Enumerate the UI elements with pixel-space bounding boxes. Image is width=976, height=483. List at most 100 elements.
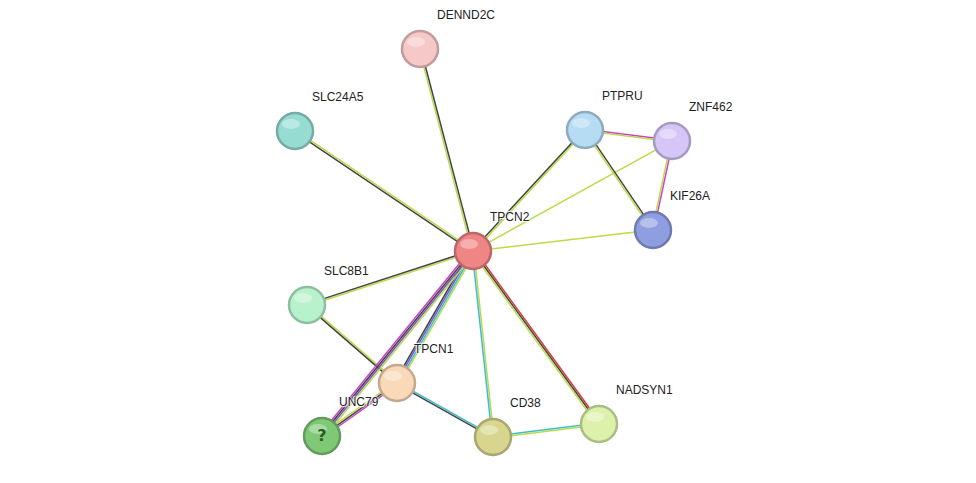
node-circle-body xyxy=(581,406,617,442)
node-circle-body xyxy=(289,287,325,323)
node-label: SLC8B1 xyxy=(324,264,369,278)
node-label: CD38 xyxy=(510,396,541,410)
node-circle-body xyxy=(402,31,438,67)
evidence-line xyxy=(333,264,461,421)
interaction-edge xyxy=(309,140,458,241)
node-gloss xyxy=(294,293,312,303)
interaction-edge xyxy=(320,316,384,372)
evidence-line xyxy=(594,145,642,215)
interaction-edge xyxy=(491,232,635,249)
protein-node: NADSYN1 xyxy=(580,405,618,443)
protein-node: ZNF462 xyxy=(653,122,691,160)
node-circle-body xyxy=(567,112,603,148)
evidence-line xyxy=(412,393,477,429)
evidence-line xyxy=(656,158,667,212)
node-circle xyxy=(288,286,326,324)
node-symbol: ? xyxy=(303,417,341,455)
node-label: TPCN1 xyxy=(414,342,453,356)
evidence-line xyxy=(320,317,383,371)
interaction-edge xyxy=(474,269,492,419)
evidence-line xyxy=(485,265,590,409)
protein-node: PTPRU xyxy=(566,111,604,149)
interaction-edge xyxy=(511,425,581,435)
node-gloss xyxy=(640,218,658,228)
evidence-line xyxy=(334,265,462,422)
node-circle xyxy=(378,364,416,402)
node-circle xyxy=(276,112,314,150)
node-gloss xyxy=(586,412,604,422)
interaction-edge xyxy=(594,144,643,215)
interaction-edge xyxy=(336,392,384,427)
node-gloss xyxy=(659,129,677,139)
evidence-line xyxy=(596,144,644,214)
node-circle xyxy=(474,418,512,456)
evidence-line xyxy=(603,133,654,139)
evidence-line xyxy=(476,269,492,419)
node-gloss xyxy=(282,119,300,129)
protein-node: SLC24A5 xyxy=(276,112,314,150)
evidence-line xyxy=(425,66,469,233)
evidence-line xyxy=(309,142,457,242)
interaction-edge xyxy=(603,131,654,139)
protein-node: SLC8B1 xyxy=(288,286,326,324)
interaction-edge xyxy=(331,263,463,423)
node-gloss xyxy=(384,371,402,381)
evidence-line xyxy=(310,140,458,240)
node-label: SLC24A5 xyxy=(312,90,363,104)
evidence-line xyxy=(511,425,581,434)
evidence-line xyxy=(482,267,587,411)
node-label: TPCN2 xyxy=(490,210,529,224)
evidence-line xyxy=(335,267,463,424)
evidence-line xyxy=(484,266,589,410)
node-label: UNC79 xyxy=(339,395,378,409)
interaction-edge xyxy=(412,391,477,429)
evidence-line xyxy=(338,395,384,427)
protein-node: DENND2C xyxy=(401,30,439,68)
node-circle-body xyxy=(379,365,415,401)
node-circle xyxy=(401,30,439,68)
evidence-line xyxy=(491,232,635,249)
evidence-line xyxy=(331,263,459,420)
node-circle-body xyxy=(304,418,340,454)
interaction-edge xyxy=(485,143,574,239)
evidence-line xyxy=(424,67,468,234)
evidence-line xyxy=(486,144,574,239)
protein-node: CD38 xyxy=(474,418,512,456)
node-circle xyxy=(566,111,604,149)
node-gloss xyxy=(480,425,498,435)
node-gloss xyxy=(407,37,425,47)
evidence-line xyxy=(485,143,573,238)
evidence-line xyxy=(336,392,382,424)
node-circle-body xyxy=(277,113,313,149)
evidence-line xyxy=(321,316,384,370)
node-circle-body xyxy=(635,212,671,248)
node-label: DENND2C xyxy=(437,8,495,22)
evidence-line xyxy=(405,266,463,367)
node-label: ZNF462 xyxy=(689,100,732,114)
evidence-line xyxy=(413,391,478,427)
interaction-edge xyxy=(424,66,470,234)
evidence-line xyxy=(474,269,490,419)
protein-node: TPCN1 xyxy=(378,364,416,402)
protein-node: TPCN2 xyxy=(454,232,492,270)
protein-node: KIF26A xyxy=(634,211,672,249)
node-circle-body xyxy=(455,233,491,269)
interaction-edge xyxy=(656,158,669,212)
node-circle xyxy=(634,211,672,249)
interaction-edge xyxy=(404,265,466,368)
node-circle xyxy=(454,232,492,270)
node-label: PTPRU xyxy=(602,89,643,103)
evidence-line xyxy=(337,393,383,425)
node-circle xyxy=(653,122,691,160)
node-circle-body xyxy=(475,419,511,455)
evidence-line xyxy=(511,427,581,436)
node-label: NADSYN1 xyxy=(616,383,673,397)
node-label: KIF26A xyxy=(670,189,710,203)
node-circle xyxy=(580,405,618,443)
node-gloss xyxy=(460,239,478,249)
evidence-line xyxy=(658,159,669,213)
node-gloss xyxy=(572,118,590,128)
node-circle-body xyxy=(654,123,690,159)
interaction-edge xyxy=(482,265,590,411)
